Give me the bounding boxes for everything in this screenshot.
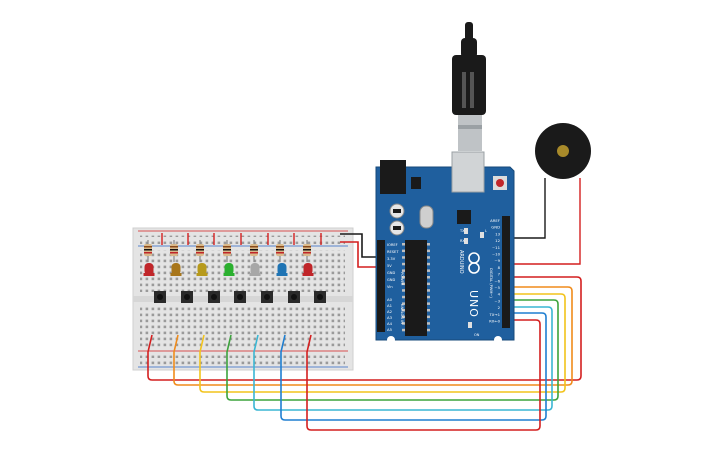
piezo-buzzer[interactable] bbox=[535, 123, 591, 179]
power-pin-label: RESET bbox=[387, 250, 399, 254]
signal-wire-1 bbox=[147, 276, 582, 381]
digital-pin-label: ~11 bbox=[492, 245, 501, 250]
digital-pin-label: RX←0 bbox=[489, 319, 500, 324]
resistors bbox=[144, 240, 311, 262]
brand-label: ARDUINO bbox=[458, 250, 464, 274]
digital-pin-label: GND bbox=[491, 225, 500, 230]
led-1 bbox=[143, 263, 155, 276]
push-button-1[interactable] bbox=[154, 291, 166, 303]
digital-pin-label: AREF bbox=[490, 218, 500, 223]
resistor-7 bbox=[303, 240, 311, 262]
signal-wire-3 bbox=[199, 293, 566, 393]
led-2 bbox=[170, 263, 182, 276]
analog-header-title: ANALOG IN bbox=[400, 304, 404, 324]
digital-header-title: DIGITAL (PWM~) bbox=[489, 268, 493, 298]
signal-wire-7 bbox=[306, 319, 541, 431]
analog-pin-label: A5 bbox=[387, 327, 393, 332]
digital-pin-label: 4 bbox=[498, 292, 501, 297]
arduino-uno-board[interactable] bbox=[375, 151, 515, 344]
breadboard-jumpers bbox=[161, 233, 322, 245]
resistor-3 bbox=[196, 240, 204, 262]
push-button-4[interactable] bbox=[234, 291, 246, 303]
digital-pin-label: ~10 bbox=[492, 252, 501, 257]
power-header-title: POWER bbox=[400, 272, 404, 286]
resistor-5 bbox=[250, 240, 258, 262]
push-button-3[interactable] bbox=[208, 291, 220, 303]
digital-pin-label: 8 bbox=[498, 265, 501, 270]
resistor-2 bbox=[170, 240, 178, 262]
signal-wire-6 bbox=[280, 312, 547, 421]
analog-pin-label: A3 bbox=[387, 315, 393, 320]
analog-pin-label: A0 bbox=[387, 297, 393, 302]
board-model-label: UNO bbox=[467, 290, 480, 318]
digital-pin-label: ~3 bbox=[494, 298, 500, 303]
signal-wire-2 bbox=[173, 286, 573, 386]
power-pin-label: Vin bbox=[387, 285, 393, 289]
power-pin-label: GND bbox=[387, 278, 395, 282]
led-3 bbox=[196, 263, 208, 276]
push-buttons bbox=[154, 291, 326, 303]
leds bbox=[143, 263, 314, 276]
tx-indicator-label: TX bbox=[459, 229, 465, 233]
power-pin-label: 5V bbox=[387, 264, 392, 268]
analog-pin-label: A2 bbox=[387, 309, 393, 314]
digital-pin-label: ~9 bbox=[494, 258, 500, 263]
push-button-7[interactable] bbox=[314, 291, 326, 303]
buzzer-wires bbox=[509, 178, 581, 265]
power-pin-label: GND bbox=[387, 271, 395, 275]
led-7 bbox=[302, 263, 314, 276]
led-4 bbox=[223, 263, 235, 276]
usb-cable bbox=[452, 22, 486, 151]
power-wires bbox=[340, 233, 384, 268]
digital-pin-label: ~5 bbox=[494, 285, 500, 290]
power-pin-label: 3.3V bbox=[387, 257, 396, 261]
push-button-6[interactable] bbox=[288, 291, 300, 303]
signal-wires bbox=[147, 276, 582, 431]
led-5 bbox=[249, 263, 261, 276]
resistor-4 bbox=[223, 240, 231, 262]
push-button-2[interactable] bbox=[181, 291, 193, 303]
on-indicator-label: ON bbox=[474, 333, 480, 337]
digital-pin-label: 2 bbox=[498, 305, 501, 310]
digital-pin-label: 7 bbox=[498, 272, 501, 277]
arduino-logo bbox=[468, 252, 480, 274]
digital-pin-label: ~6 bbox=[494, 278, 500, 283]
push-button-5[interactable] bbox=[261, 291, 273, 303]
rx-indicator-label: RX bbox=[460, 239, 465, 243]
l-indicator-label: L bbox=[485, 229, 487, 233]
analog-pin-label: A1 bbox=[387, 303, 393, 308]
signal-wire-4 bbox=[226, 299, 559, 401]
analog-pin-label: A4 bbox=[387, 321, 393, 326]
led-6 bbox=[276, 263, 288, 276]
signal-wire-5 bbox=[253, 306, 553, 411]
digital-pin-label: 13 bbox=[495, 231, 500, 236]
resistor-6 bbox=[276, 240, 284, 262]
resistor-1 bbox=[144, 240, 152, 262]
digital-pin-label: TX→1 bbox=[488, 312, 500, 317]
power-pin-label: IOREF bbox=[387, 243, 398, 247]
digital-pin-label: 12 bbox=[495, 238, 500, 243]
